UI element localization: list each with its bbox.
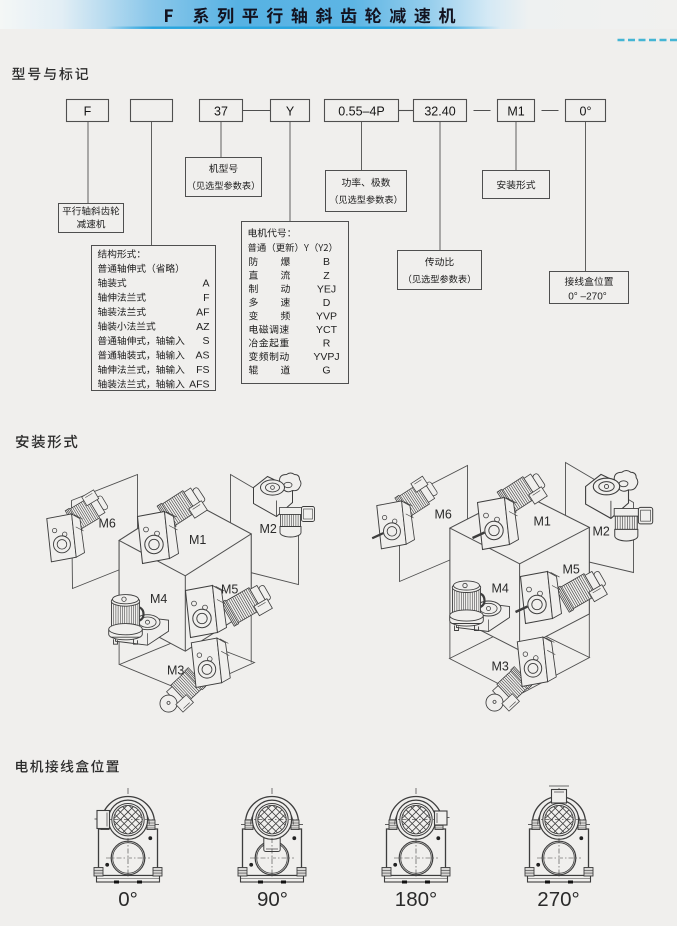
svg-text:B: B (323, 256, 330, 268)
svg-text:M1: M1 (534, 515, 551, 529)
svg-text:0°: 0° (118, 888, 138, 911)
svg-text:FS: FS (196, 364, 209, 376)
svg-text:YVP: YVP (316, 310, 337, 322)
svg-text:270°: 270° (537, 888, 579, 911)
svg-text:0° –270°: 0° –270° (568, 292, 607, 303)
svg-text:M3: M3 (167, 664, 184, 678)
svg-text:M5: M5 (221, 583, 238, 597)
svg-text:M4: M4 (492, 582, 509, 596)
svg-text:D: D (323, 297, 331, 309)
svg-text:37: 37 (214, 105, 228, 119)
svg-text:Y: Y (286, 105, 295, 119)
svg-text:M1: M1 (507, 105, 524, 119)
svg-text:M3: M3 (492, 660, 509, 674)
svg-text:G: G (322, 365, 330, 377)
svg-text:AZ: AZ (196, 321, 210, 333)
svg-text:M1: M1 (189, 533, 206, 547)
svg-text:S: S (202, 335, 209, 347)
svg-text:32.40: 32.40 (424, 105, 455, 119)
svg-text:M4: M4 (150, 592, 167, 606)
svg-text:M6: M6 (435, 508, 452, 522)
svg-text:M5: M5 (563, 563, 580, 577)
svg-text:M6: M6 (99, 517, 116, 531)
svg-text:YVPJ: YVPJ (313, 351, 339, 363)
svg-text:Z: Z (323, 270, 330, 282)
svg-text:R: R (323, 338, 331, 350)
svg-text:YEJ: YEJ (317, 283, 336, 295)
svg-text:AS: AS (195, 350, 209, 362)
svg-text:0°: 0° (580, 105, 592, 119)
svg-text:90°: 90° (257, 888, 288, 911)
svg-text:AF: AF (196, 306, 209, 318)
svg-text:0.55–4P: 0.55–4P (338, 105, 385, 119)
svg-text:F: F (203, 292, 209, 304)
svg-text:YCT: YCT (316, 324, 338, 336)
svg-text:F: F (84, 105, 92, 119)
svg-text:M2: M2 (260, 522, 277, 536)
svg-text:A: A (202, 277, 209, 289)
svg-text:180°: 180° (395, 888, 437, 911)
svg-text:M2: M2 (593, 525, 610, 539)
svg-text:AFS: AFS (189, 379, 209, 391)
